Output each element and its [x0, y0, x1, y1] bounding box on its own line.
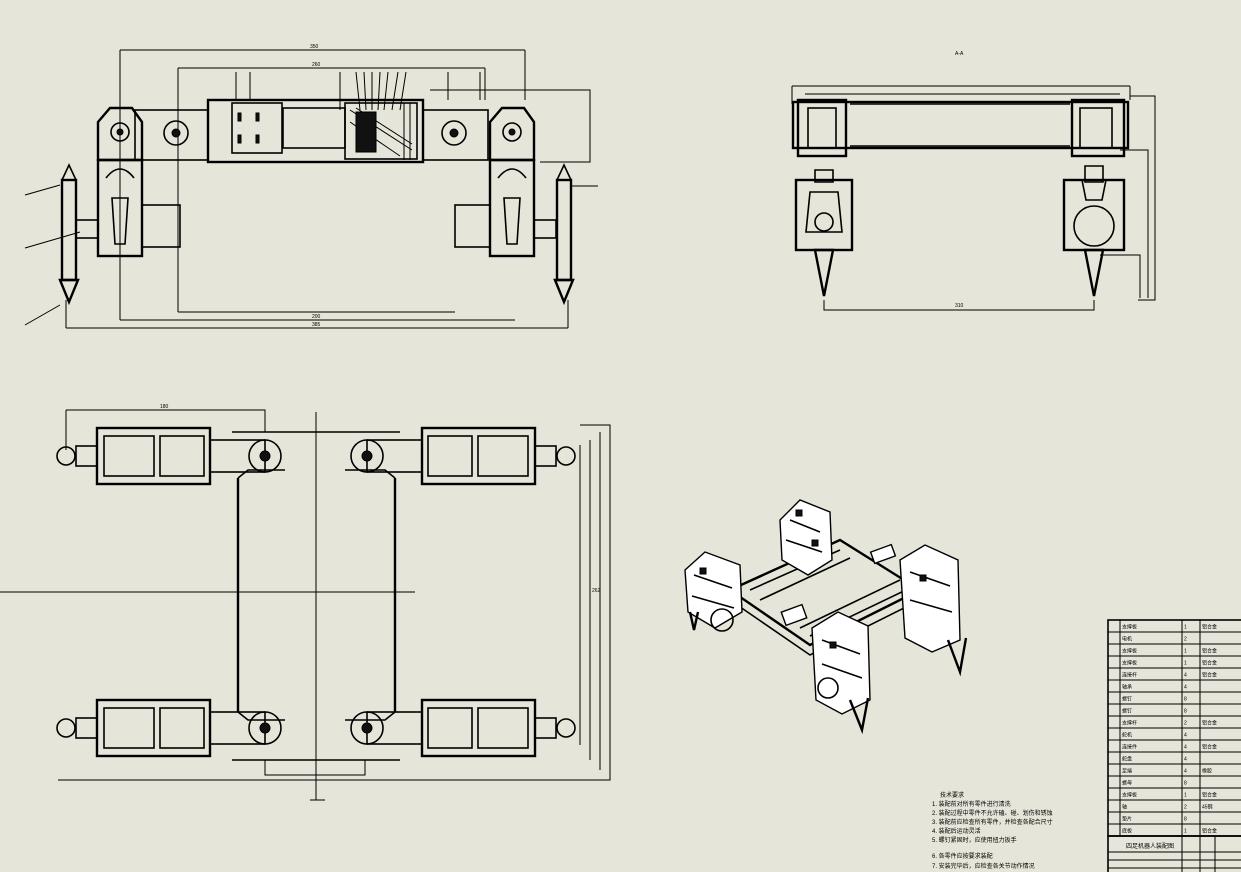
top-leg-br: [350, 698, 576, 758]
part-name-cell: 足端: [1122, 768, 1132, 775]
part-name-cell: 垫片: [1122, 816, 1132, 823]
note-line: 3. 装配前应检查所有零件，并检查各配合尺寸: [932, 818, 1053, 826]
note-line: 4. 装配后运动灵活: [932, 827, 981, 835]
part-material-cell: 铝合金: [1202, 744, 1217, 751]
parts-list-row: 支撑板 1 铝合金: [1108, 648, 1241, 657]
note-line: 1. 装配前对所有零件进行清洗: [932, 800, 1011, 808]
parts-list-row: 支撑杆 2 铝合金: [1108, 720, 1241, 729]
part-qty-cell: 1: [1184, 829, 1187, 835]
part-name-cell: 螺钉: [1122, 696, 1132, 703]
note-line: 7. 安装完毕后，应检查各关节动作情况: [932, 862, 1035, 870]
part-qty-cell: 8: [1184, 697, 1187, 703]
technical-notes: 技术要求 1. 装配前对所有零件进行清洗 2. 装配过程中零件不允许磕、碰、划伤…: [932, 791, 1053, 870]
parts-list-row: 螺钉 8: [1108, 696, 1241, 705]
part-name-cell: 舵盘: [1122, 756, 1132, 763]
part-material-cell: 铝合金: [1202, 720, 1217, 727]
part-qty-cell: 1: [1184, 625, 1187, 631]
note-line: 6. 各零件应按要求装配: [932, 852, 993, 860]
part-material-cell: 铝合金: [1202, 648, 1217, 655]
part-name-cell: 轴: [1122, 804, 1127, 811]
parts-list-row: 足端 4 橡胶: [1108, 768, 1241, 777]
part-name-cell: 连接件: [1122, 744, 1137, 751]
parts-list-row: 电机 2: [1108, 636, 1241, 645]
top-leg-tr: [350, 426, 576, 486]
top-leg-bl: [56, 698, 282, 758]
parts-list-row: 底板 1 铝合金: [1108, 828, 1241, 837]
part-qty-cell: 1: [1184, 661, 1187, 667]
title-block: 四足机器人装配图: [1107, 835, 1241, 872]
part-qty-cell: 2: [1184, 637, 1187, 643]
part-name-cell: 轴承: [1122, 684, 1132, 691]
parts-list-row: 垫片 8: [1108, 816, 1241, 825]
part-name-cell: 底板: [1122, 828, 1132, 835]
part-qty-cell: 4: [1184, 757, 1187, 763]
note-line: 技术要求: [940, 791, 964, 799]
part-material-cell: 45钢: [1202, 804, 1213, 811]
svg-text:260: 260: [312, 62, 321, 68]
part-material-cell: 橡胶: [1202, 768, 1212, 775]
svg-text:200: 200: [312, 314, 321, 320]
drawing-title: 四足机器人装配图: [1126, 842, 1174, 850]
svg-text:350: 350: [310, 44, 319, 50]
svg-text:180: 180: [160, 404, 169, 410]
parts-list-row: 连接件 4 铝合金: [1108, 744, 1241, 753]
part-name-cell: 连接杆: [1122, 672, 1137, 679]
part-qty-cell: 4: [1184, 673, 1187, 679]
part-qty-cell: 4: [1184, 685, 1187, 691]
top-leg-tl: [56, 426, 282, 486]
part-qty-cell: 4: [1184, 769, 1187, 775]
side-view: A-A 310: [791, 51, 1156, 311]
part-name-cell: 螺钉: [1122, 708, 1132, 715]
part-qty-cell: 1: [1184, 649, 1187, 655]
svg-text:A-A: A-A: [955, 51, 964, 57]
part-qty-cell: 8: [1184, 709, 1187, 715]
part-material-cell: 铝合金: [1202, 660, 1217, 667]
svg-text:310: 310: [955, 303, 964, 309]
part-qty-cell: 8: [1184, 781, 1187, 787]
part-name-cell: 舵机: [1122, 732, 1132, 739]
isometric-view: [684, 499, 968, 735]
part-qty-cell: 8: [1184, 817, 1187, 823]
part-name-cell: 支撑板: [1122, 648, 1137, 655]
part-material-cell: 铝合金: [1202, 792, 1217, 799]
part-qty-cell: 2: [1184, 721, 1187, 727]
parts-list-row: 连接杆 4 铝合金: [1108, 672, 1241, 681]
part-qty-cell: 2: [1184, 805, 1187, 811]
note-line: 5. 螺钉紧固时，应使用扭力扳手: [932, 836, 1017, 844]
parts-list-row: 螺钉 8: [1108, 708, 1241, 717]
top-view: 180 262: [0, 404, 611, 801]
part-name-cell: 螺母: [1122, 780, 1132, 787]
part-name-cell: 支撑板: [1122, 660, 1137, 667]
parts-list-row: 舵盘 4: [1108, 756, 1241, 765]
svg-text:385: 385: [312, 322, 321, 328]
parts-list-row: 舵机 4: [1108, 732, 1241, 741]
part-name-cell: 支撑杆: [1122, 720, 1137, 727]
part-name-cell: 电机: [1122, 636, 1132, 643]
parts-list-row: 轴 2 45钢: [1108, 804, 1241, 813]
parts-list-row: 支撑板 1 铝合金: [1108, 660, 1241, 669]
part-name-cell: 支撑板: [1122, 792, 1137, 799]
parts-list-row: 螺母 8: [1108, 780, 1241, 789]
part-qty-cell: 4: [1184, 745, 1187, 751]
parts-list-row: 轴承 4: [1108, 684, 1241, 693]
front-view: 350 260 200 385: [24, 44, 598, 329]
note-line: 2. 装配过程中零件不允许磕、碰、划伤和锈蚀: [932, 809, 1053, 817]
parts-list-row: 支撑板 1 铝合金: [1108, 624, 1241, 633]
svg-text:262: 262: [592, 588, 601, 594]
part-material-cell: 铝合金: [1202, 672, 1217, 679]
parts-list-row: 支撑板 1 铝合金: [1108, 792, 1241, 801]
part-qty-cell: 4: [1184, 733, 1187, 739]
part-qty-cell: 1: [1184, 793, 1187, 799]
part-material-cell: 铝合金: [1202, 624, 1217, 631]
part-name-cell: 支撑板: [1122, 624, 1137, 631]
part-material-cell: 铝合金: [1202, 828, 1217, 835]
